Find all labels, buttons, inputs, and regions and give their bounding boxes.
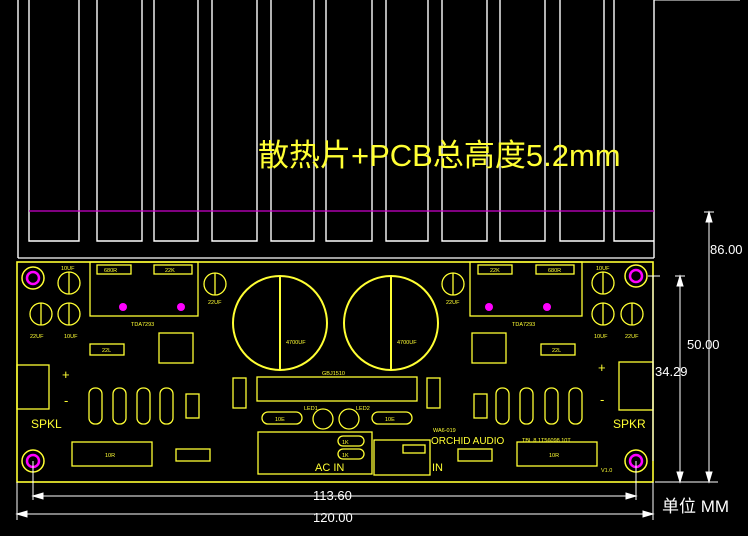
mounting-hole-tl — [21, 266, 45, 290]
svg-text:TBL 8 1T56098 10T: TBL 8 1T56098 10T — [522, 438, 571, 444]
height-annotation: 散热片+PCB总高度5.2mm — [258, 138, 621, 173]
led2-outline — [338, 408, 360, 430]
dim-total-height: 86.00 — [710, 242, 743, 257]
svg-text:TDA7293: TDA7293 — [512, 322, 535, 328]
label-minus-right: - — [600, 392, 604, 407]
svg-text:680R: 680R — [104, 268, 117, 274]
svg-text:22K: 22K — [490, 268, 500, 274]
mounting-hole-tr — [624, 264, 648, 288]
svg-text:22L: 22L — [552, 348, 561, 354]
svg-text:22UF: 22UF — [208, 300, 222, 306]
label-spkr: SPKR — [613, 417, 646, 431]
dim-hole-spacing-v: 34.29 — [655, 364, 688, 379]
svg-text:10E: 10E — [385, 417, 395, 423]
svg-text:22UF: 22UF — [30, 334, 44, 340]
svg-text:GBJ1510: GBJ1510 — [322, 371, 345, 377]
bridge-rectifier — [256, 376, 418, 402]
svg-text:1K: 1K — [342, 453, 349, 459]
svg-text:10UF: 10UF — [596, 266, 610, 272]
speaker-terminal-right — [618, 361, 654, 411]
svg-text:22UF: 22UF — [446, 300, 460, 306]
dim-pcb-height: 50.00 — [687, 337, 720, 352]
in-terminal — [373, 439, 431, 476]
label-orchid-audio: ORCHID AUDIO — [431, 436, 505, 447]
label-ac-in: AC IN — [315, 462, 344, 474]
label-in: IN — [432, 462, 443, 474]
led1-outline — [312, 408, 334, 430]
label-minus-left: - — [64, 393, 68, 408]
label-plus-left: + — [62, 367, 70, 382]
svg-text:680R: 680R — [548, 268, 561, 274]
svg-text:4700UF: 4700UF — [397, 340, 417, 346]
silk-text: 10UF 22UF 10UF 680R 22K 22UF TDA7293 22K… — [30, 266, 639, 474]
svg-text:22L: 22L — [102, 348, 111, 354]
svg-text:10E: 10E — [275, 417, 285, 423]
pads — [119, 303, 551, 311]
svg-text:WA6-019: WA6-019 — [433, 428, 456, 434]
svg-text:V1.0: V1.0 — [601, 468, 612, 474]
svg-text:10UF: 10UF — [61, 266, 75, 272]
svg-text:22K: 22K — [165, 268, 175, 274]
svg-text:10R: 10R — [549, 453, 559, 459]
dim-pcb-width: 120.00 — [313, 510, 353, 525]
svg-text:22UF: 22UF — [625, 334, 639, 340]
svg-text:10R: 10R — [105, 453, 115, 459]
svg-text:1K: 1K — [342, 440, 349, 446]
board-labels: SPKL SPKR + - + - ORCHID AUDIO AC IN IN — [31, 360, 646, 474]
heatsink-fins — [28, 0, 654, 242]
dimension-values: 86.00 50.00 34.29 113.60 120.00 单位 MM — [313, 242, 743, 525]
svg-text:LED1: LED1 — [304, 406, 318, 412]
svg-text:10UF: 10UF — [64, 334, 78, 340]
label-plus-right: + — [598, 360, 606, 375]
label-spkl: SPKL — [31, 417, 62, 431]
svg-text:LED2: LED2 — [356, 406, 370, 412]
heatsink — [17, 0, 655, 258]
speaker-terminal-left — [16, 364, 50, 410]
tda-module-left — [89, 261, 199, 317]
dim-hole-spacing-h: 113.60 — [313, 488, 352, 503]
svg-text:TDA7293: TDA7293 — [131, 322, 154, 328]
svg-text:4700UF: 4700UF — [286, 340, 306, 346]
silkscreen — [16, 261, 654, 476]
unit-label: 单位 MM — [662, 497, 729, 516]
ac-in-terminal — [257, 431, 373, 475]
svg-text:10UF: 10UF — [594, 334, 608, 340]
tda-module-right — [469, 261, 583, 317]
dimension-lines — [15, 0, 740, 520]
